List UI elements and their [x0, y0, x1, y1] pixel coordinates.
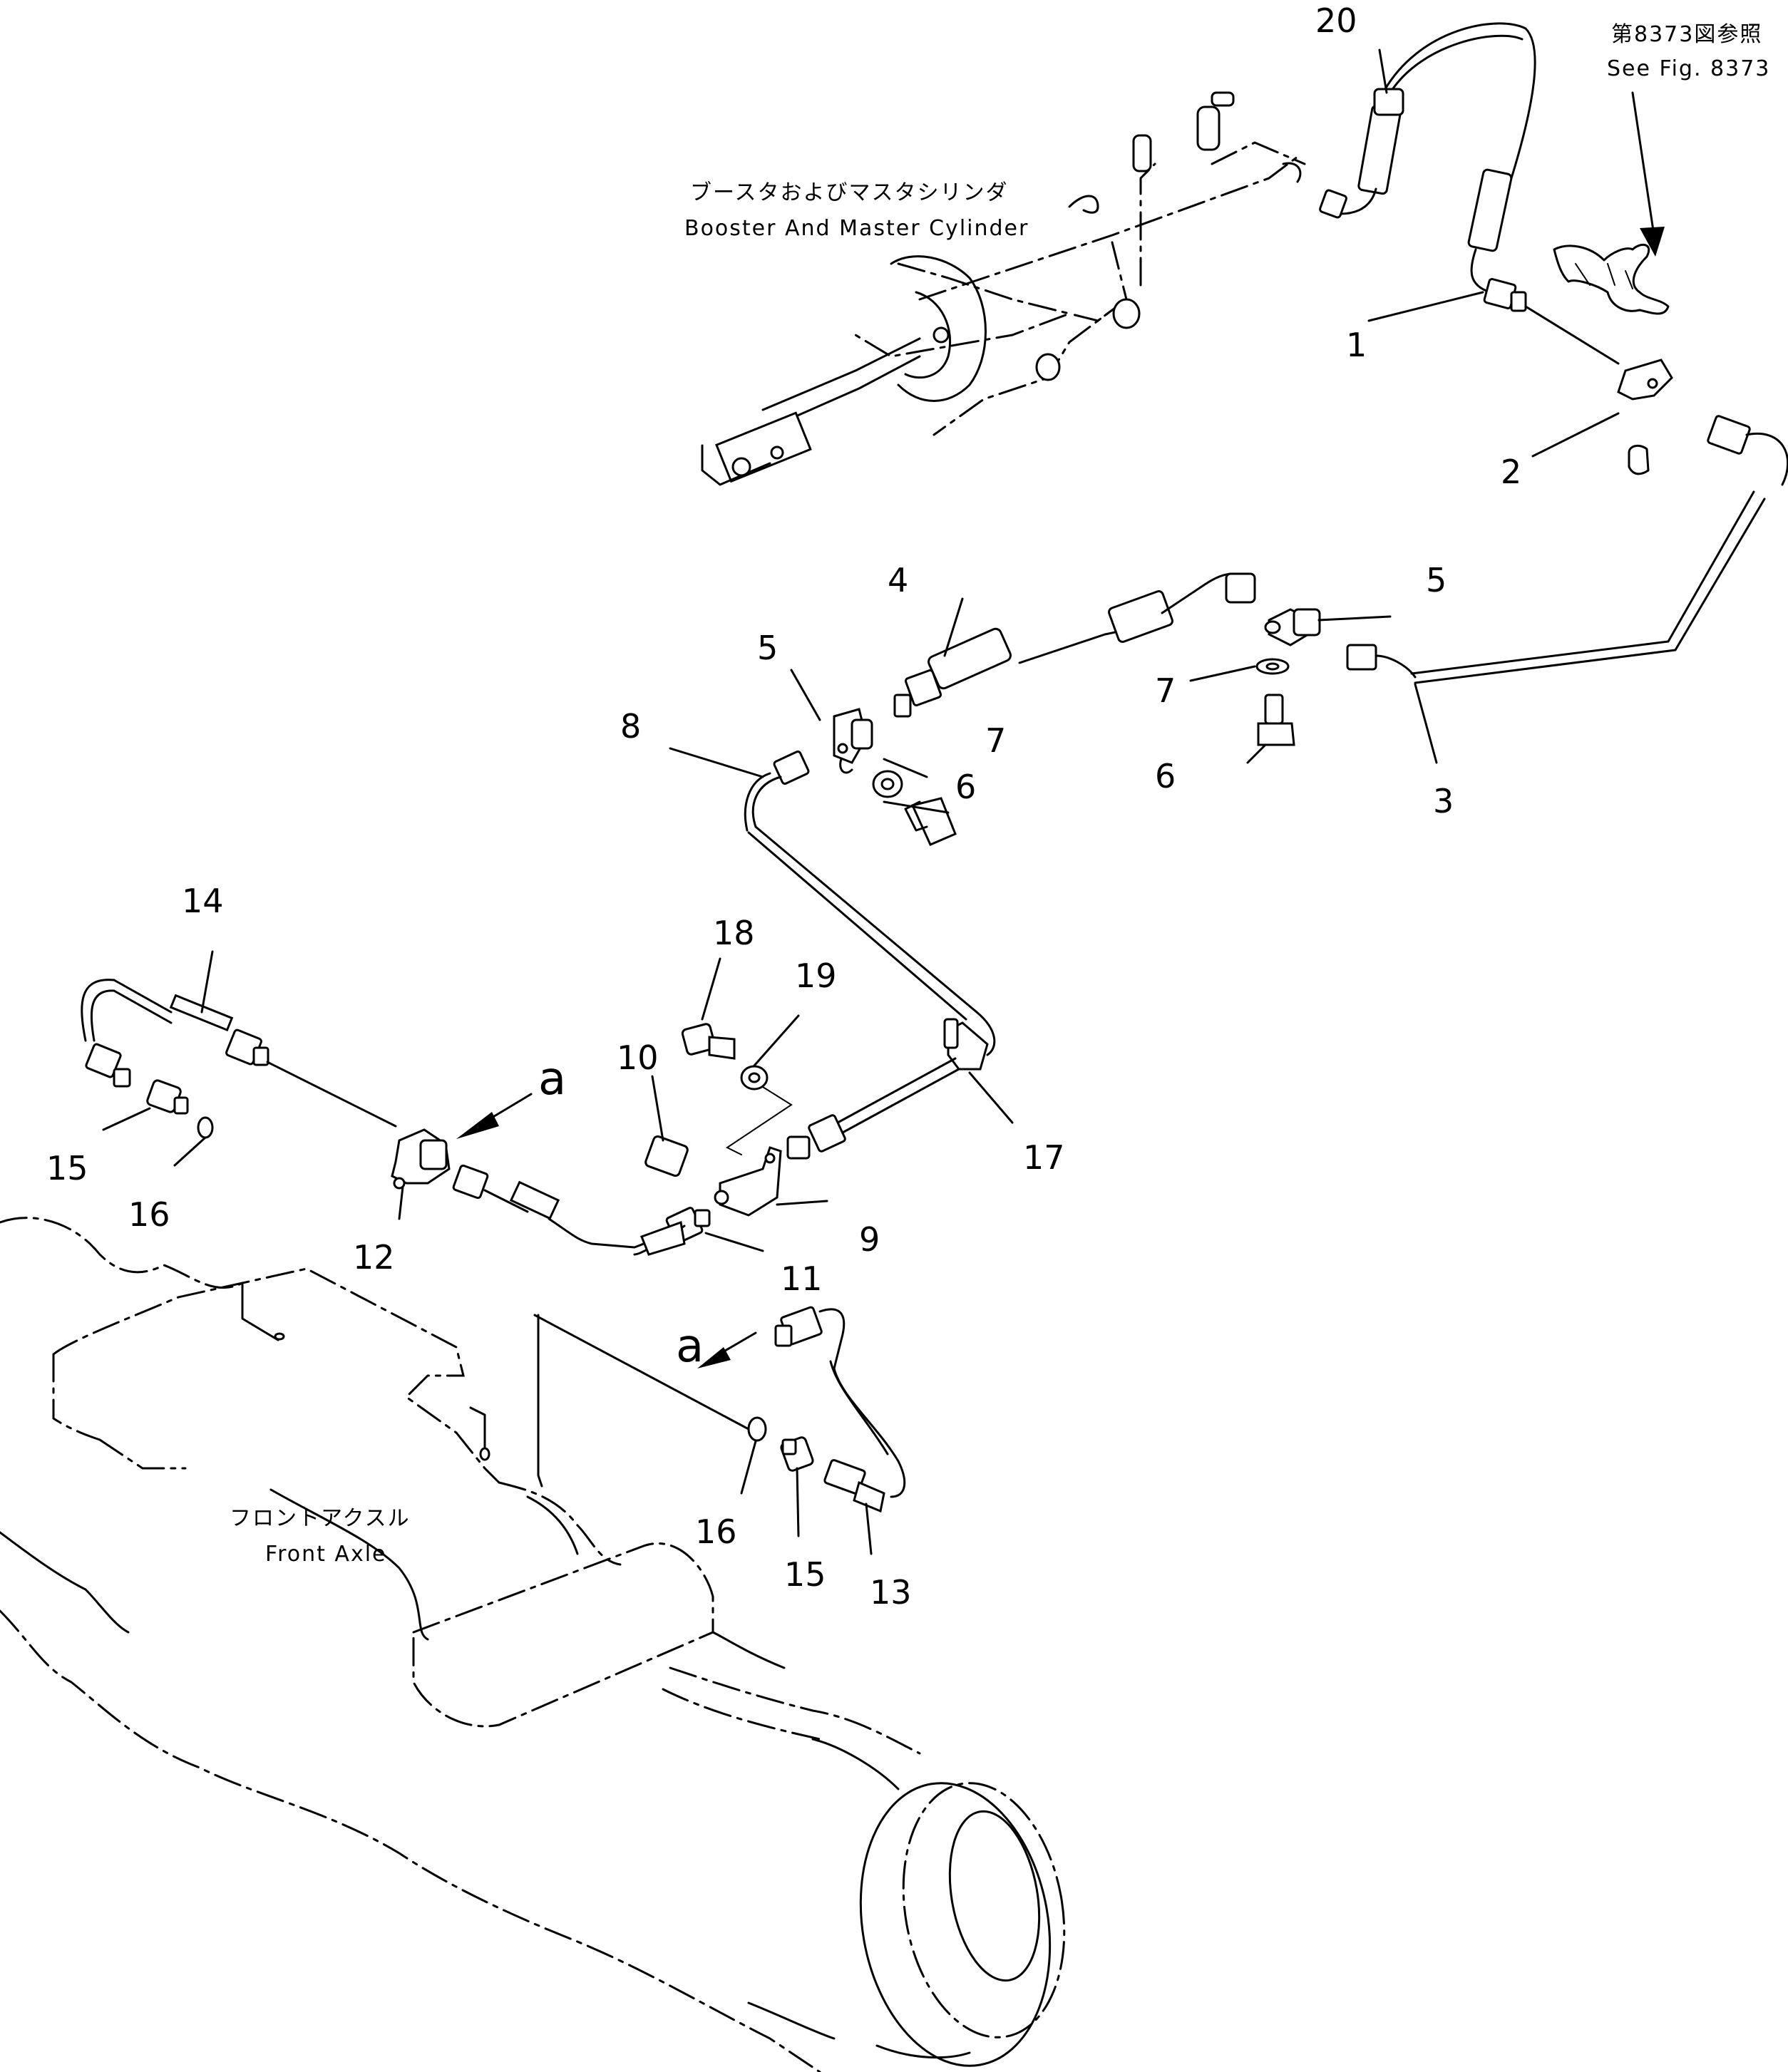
callout-15-lower: 15 [784, 1555, 826, 1594]
front-axle-caption-en: Front Axle [265, 1542, 386, 1567]
view-label-a-upper: a [538, 1053, 566, 1105]
pipe-8-assembly [744, 750, 996, 1160]
view-label-a-lower: a [676, 1320, 704, 1373]
booster-caption: ブースタおよびマスタシリンダ Booster And Master Cylind… [684, 180, 1029, 241]
lower-pipe-assembly [533, 1306, 906, 1513]
callout-4: 4 [888, 561, 908, 599]
callout-18: 18 [713, 914, 755, 952]
front-axle-caption: フロントアクスル Front Axle [230, 1506, 411, 1567]
callout-15-left: 15 [46, 1149, 88, 1187]
callout-16-lower: 16 [695, 1512, 737, 1551]
callout-13: 13 [870, 1573, 912, 1612]
callouts: 20 1 2 3 4 5 5 6 6 7 7 8 9 10 11 12 13 1… [46, 1, 1521, 1612]
callout-6-right: 6 [1155, 757, 1176, 795]
leader-lines [102, 48, 1620, 1555]
callout-3: 3 [1433, 782, 1454, 820]
callout-7-right: 7 [1155, 671, 1176, 710]
callout-1: 1 [1346, 326, 1367, 364]
callout-20: 20 [1315, 1, 1357, 40]
front-axle-caption-jp: フロントアクスル [230, 1506, 411, 1531]
figure-reference: 第8373図参照 See Fig. 8373 [1607, 22, 1770, 81]
callout-9: 9 [859, 1220, 880, 1259]
callout-6-left: 6 [955, 768, 976, 806]
callout-5-right: 5 [1426, 561, 1447, 599]
booster-master-cylinder-drawing [701, 91, 1306, 486]
front-axle-drawing [0, 1217, 1066, 2072]
callout-19: 19 [795, 957, 837, 995]
callout-10: 10 [617, 1038, 659, 1077]
upper-pipe-assembly [1319, 22, 1788, 684]
middle-pipe-assembly [833, 572, 1321, 846]
callout-12: 12 [353, 1238, 395, 1277]
junction-parts [644, 1023, 793, 1217]
figure-reference-en: See Fig. 8373 [1607, 56, 1770, 81]
booster-caption-en: Booster And Master Cylinder [684, 216, 1029, 241]
callout-14: 14 [182, 882, 224, 920]
callout-5-left: 5 [757, 629, 778, 667]
callout-16-left: 16 [128, 1195, 170, 1234]
booster-caption-jp: ブースタおよびマスタシリンダ [690, 180, 1009, 205]
fig-8373-part-drawing [1553, 91, 1670, 315]
left-pipe-assembly [81, 979, 711, 1256]
callout-7-left: 7 [985, 721, 1006, 760]
figure-reference-jp: 第8373図参照 [1611, 22, 1762, 47]
callout-17: 17 [1023, 1138, 1065, 1177]
callout-11: 11 [781, 1259, 823, 1298]
callout-8: 8 [620, 707, 641, 746]
callout-2: 2 [1501, 453, 1521, 491]
